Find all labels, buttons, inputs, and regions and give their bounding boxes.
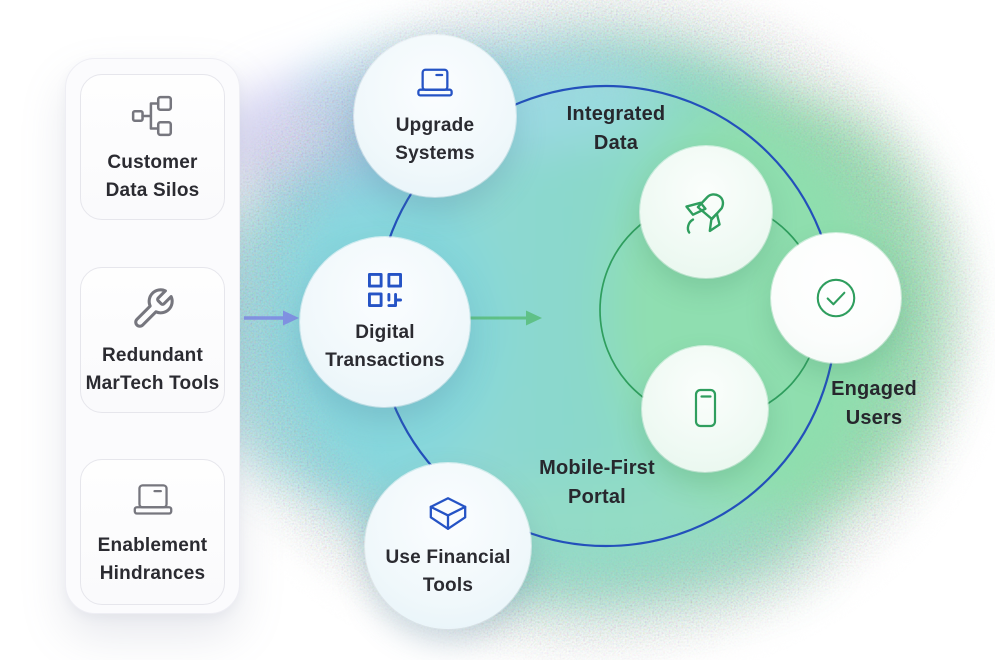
node-label: Use Financial Tools: [385, 546, 511, 596]
node-label: Digital Transactions: [325, 321, 445, 371]
node-use-financial-tools: Use Financial Tools: [365, 463, 531, 629]
arrow-digital-to-outcomes: [470, 310, 542, 326]
card-label: Enablement Hindrances: [97, 535, 208, 584]
smartphone-icon: [681, 385, 729, 433]
arrow-cards-to-digital: [244, 310, 299, 326]
node-label: Upgrade Systems: [395, 114, 475, 164]
wrench-icon: [130, 286, 176, 332]
card-enablement-hindrances: Enablement Hindrances: [80, 459, 225, 605]
laptop-icon: [412, 65, 458, 103]
card-label: Customer Data Silos: [105, 152, 200, 201]
card-label: Redundant MarTech Tools: [85, 345, 220, 394]
card-redundant-martech-tools: Redundant MarTech Tools: [80, 267, 225, 413]
label-integrated-data: Integrated Data: [566, 103, 666, 154]
challenges-panel: Customer Data Silos Redundant MarTech To…: [65, 58, 240, 614]
circle-engaged-users: [771, 233, 901, 363]
rocket-icon: [680, 186, 732, 238]
hierarchy-icon: [130, 93, 176, 139]
circle-integrated-data: [640, 146, 772, 278]
card-customer-data-silos: Customer Data Silos: [80, 74, 225, 220]
label-mobile-first-portal: Mobile-First Portal: [539, 457, 655, 508]
label-engaged-users: Engaged Users: [831, 378, 917, 429]
circle-mobile-first-portal: [642, 346, 768, 472]
check-circle-icon: [811, 273, 861, 323]
laptop-icon: [128, 480, 178, 522]
qr-code-icon: [365, 270, 405, 310]
node-upgrade-systems: Upgrade Systems: [354, 35, 516, 197]
node-digital-transactions: Digital Transactions: [300, 237, 470, 407]
box-icon: [425, 493, 471, 535]
